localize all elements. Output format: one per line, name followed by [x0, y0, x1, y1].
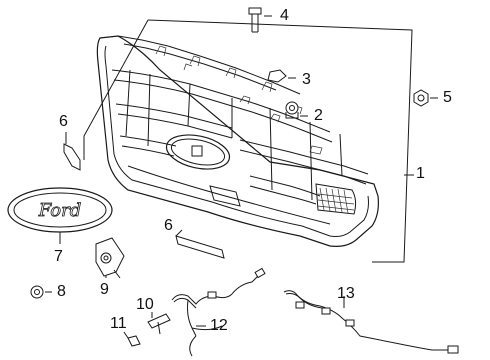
sensor-bracket-part — [147, 312, 171, 335]
callout-9: 9 — [100, 281, 109, 298]
callout-3: 3 — [302, 71, 311, 88]
nut-part — [413, 89, 438, 107]
camera-part — [95, 237, 125, 279]
callout-10: 10 — [136, 296, 154, 313]
grille-assembly — [96, 35, 379, 247]
push-nut-part — [285, 101, 308, 119]
callout-6-lower: 6 — [164, 217, 173, 234]
wiring-harness-part — [171, 267, 266, 357]
small-clip-part — [123, 331, 141, 347]
callout-11: 11 — [110, 315, 127, 332]
callout-8: 8 — [57, 283, 66, 300]
ford-script-logo: Ford — [37, 200, 81, 222]
callout-6-upper: 6 — [59, 113, 68, 130]
callout-7: 7 — [54, 248, 63, 265]
bolt-part — [248, 7, 272, 33]
callout-5: 5 — [443, 89, 452, 106]
ford-emblem-part — [7, 187, 113, 244]
push-pin-part — [30, 285, 52, 299]
clip-part — [267, 69, 296, 83]
trim-strip-part — [175, 229, 225, 259]
callout-1: 1 — [416, 165, 425, 182]
assembly-bracket — [83, 19, 413, 263]
callout-13: 13 — [337, 285, 355, 302]
svg-text:Ford: Ford — [38, 200, 81, 221]
callout-12: 12 — [210, 317, 228, 334]
callout-2: 2 — [314, 107, 323, 124]
wiring-harness-part-13 — [283, 290, 459, 354]
callout-4: 4 — [280, 7, 289, 24]
bracket-part-upper — [63, 132, 81, 171]
